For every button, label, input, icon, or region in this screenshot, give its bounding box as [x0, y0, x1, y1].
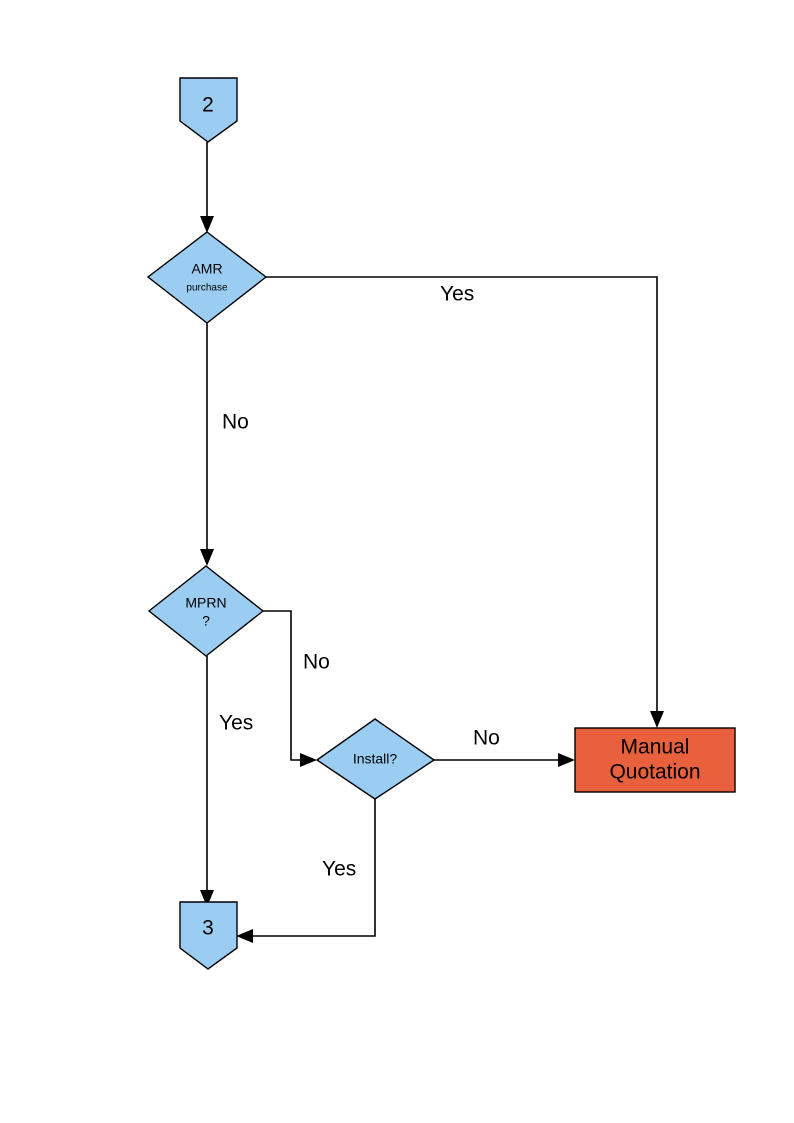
node-manual-quotation[interactable]: Manual Quotation: [574, 727, 736, 793]
rectangle-shape: [574, 727, 736, 793]
edge-amr-no: No: [200, 323, 249, 566]
node-decision-install-label: Install?: [353, 751, 398, 767]
edge-line: [250, 799, 376, 937]
edge-install-yes: Yes: [236, 799, 376, 943]
arrowhead: [558, 753, 575, 767]
node-decision-mprn-label-line2: ?: [202, 613, 210, 629]
node-decision-amr[interactable]: AMR purchase: [146, 231, 268, 324]
node-decision-amr-label-line1: AMR: [191, 261, 222, 277]
edge-label-mprn-yes: Yes: [219, 712, 253, 735]
edge-amr-yes: Yes: [266, 276, 664, 728]
arrowhead: [200, 216, 214, 233]
edge-label-mprn-no: No: [303, 651, 330, 674]
diamond-shape: [147, 565, 265, 657]
pentagon-connector-shape: [179, 77, 238, 143]
node-decision-mprn-label-line1: MPRN: [185, 595, 226, 611]
edge-line: [266, 276, 658, 715]
edge-line: [263, 610, 304, 761]
node-connector-in-label: 2: [202, 94, 214, 117]
diamond-shape: [315, 718, 436, 800]
arrowhead: [300, 753, 317, 767]
node-decision-mprn[interactable]: MPRN ?: [147, 565, 265, 657]
pentagon-connector-shape: [179, 901, 238, 970]
edge-label-install-yes: Yes: [322, 858, 356, 881]
edge-mprn-no: No: [263, 610, 330, 767]
edge-install-no: No: [434, 727, 575, 767]
node-connector-out[interactable]: 3: [179, 901, 238, 970]
node-manual-quotation-label-line2: Quotation: [609, 761, 700, 784]
edge-mprn-yes: Yes: [200, 656, 253, 907]
arrowhead: [200, 890, 214, 907]
node-decision-install[interactable]: Install?: [315, 718, 436, 800]
node-connector-in[interactable]: 2: [179, 77, 238, 143]
node-decision-amr-label-line2: purchase: [186, 283, 228, 294]
diamond-shape: [146, 231, 268, 324]
arrowhead: [650, 711, 664, 728]
arrowhead: [200, 549, 214, 566]
node-connector-out-label: 3: [202, 917, 214, 940]
edge-label-amr-no: No: [222, 411, 249, 434]
edge-label-install-no: No: [473, 727, 500, 750]
arrowhead: [236, 929, 253, 943]
edge-start-to-amr: [200, 142, 214, 233]
node-manual-quotation-label-line1: Manual: [621, 736, 690, 759]
edge-label-amr-yes: Yes: [440, 283, 474, 306]
